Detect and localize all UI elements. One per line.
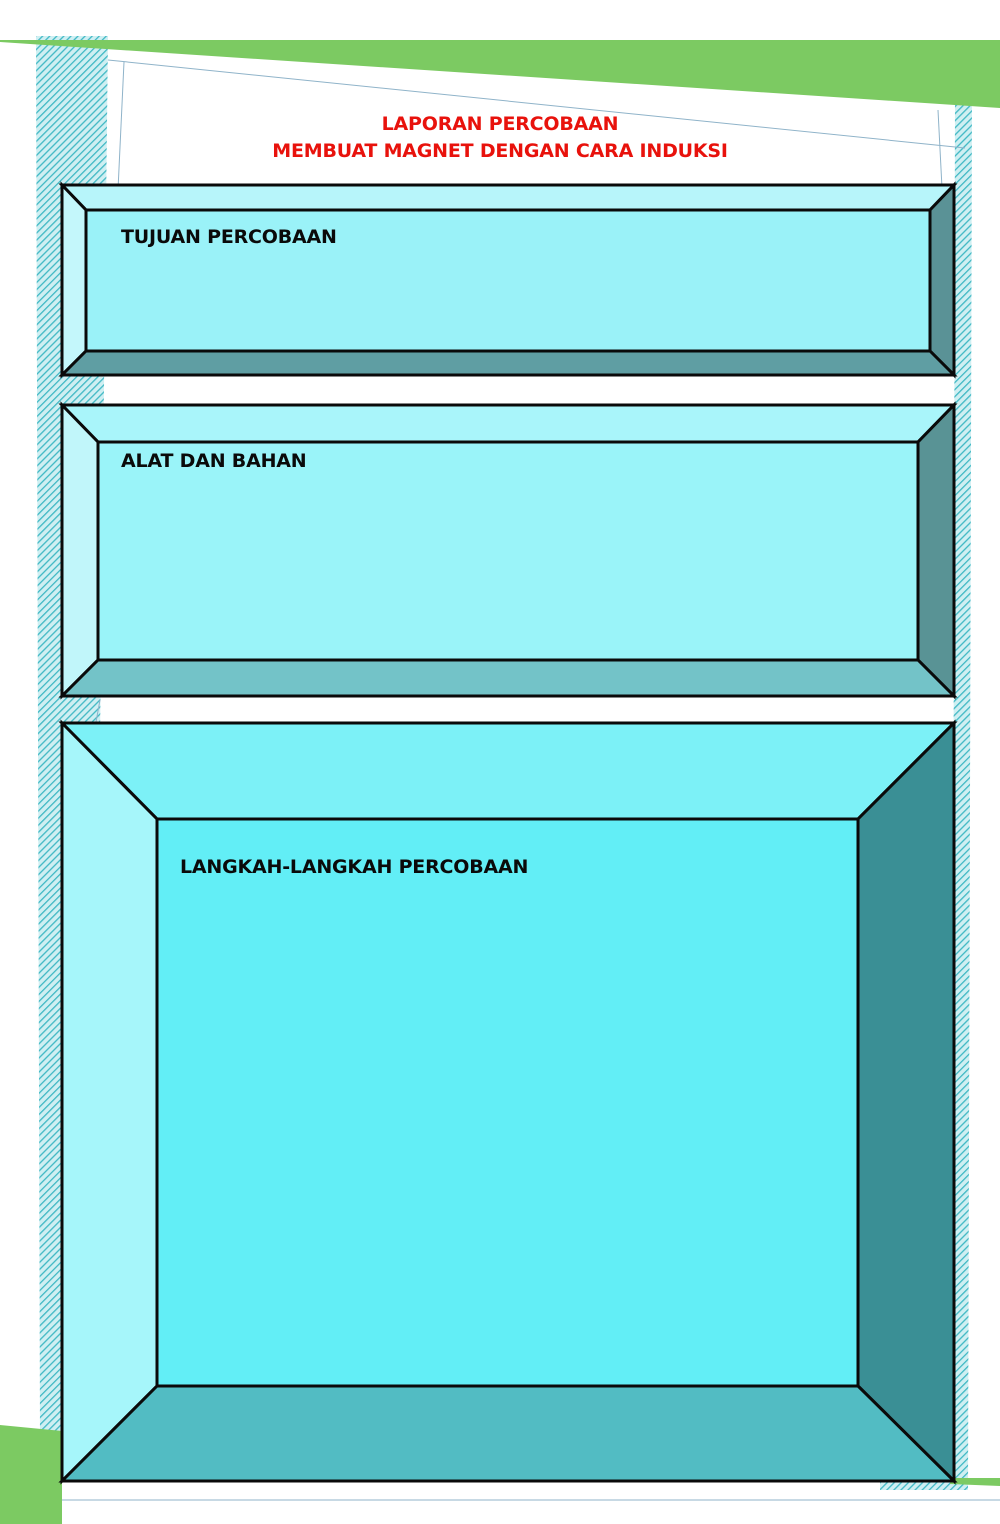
bottom-left-green-wedge [0, 1425, 62, 1524]
left-hatch-border [36, 36, 108, 1440]
langkah-langkah-percobaan-label: LANGKAH-LANGKAH PERCOBAAN [180, 856, 529, 878]
right-hatch-border [952, 96, 972, 1490]
title-line-1: LAPORAN PERCOBAAN [381, 113, 619, 135]
title-line-2: MEMBUAT MAGNET DENGAN CARA INDUKSI [272, 140, 728, 162]
bottom-right-green-sliver [950, 1478, 1000, 1486]
tujuan-percobaan-label: TUJUAN PERCOBAAN [121, 226, 337, 248]
alat-dan-bahan-label: ALAT DAN BAHAN [121, 450, 307, 472]
top-green-band [0, 40, 1000, 108]
